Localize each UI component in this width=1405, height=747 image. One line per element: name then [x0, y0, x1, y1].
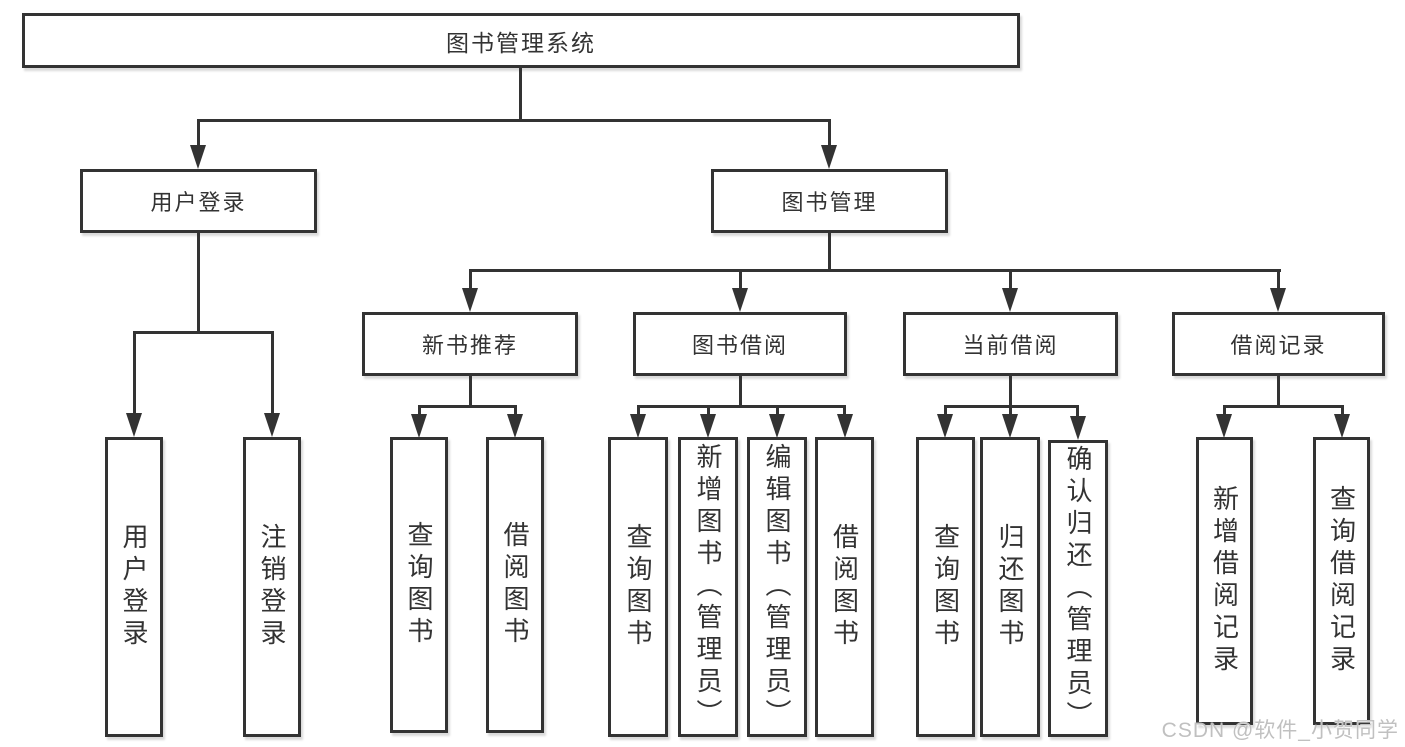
connector — [469, 269, 1281, 272]
connector — [637, 405, 846, 408]
connector — [944, 405, 947, 417]
node-borrowing-records: 借阅记录 — [1172, 312, 1385, 376]
connector — [197, 119, 200, 149]
node-root-library-management-system: 图书管理系统 — [22, 13, 1020, 68]
connector — [739, 376, 742, 407]
leaf-confirm-return-admin: 确认归还（管理员） — [1048, 440, 1108, 737]
connector — [843, 405, 846, 417]
arrowhead — [190, 145, 206, 169]
connector — [418, 405, 421, 417]
leaf-query-books-borrowing: 查询图书 — [608, 437, 668, 737]
connector — [1009, 405, 1012, 417]
arrowhead — [630, 414, 646, 438]
connector — [1223, 405, 1226, 417]
connector — [514, 405, 517, 417]
arrowhead — [1002, 414, 1018, 438]
connector — [133, 331, 136, 415]
connector — [1076, 405, 1079, 417]
connector — [828, 119, 831, 149]
connector — [197, 233, 200, 333]
arrowhead — [462, 288, 478, 312]
connector — [1277, 269, 1280, 291]
arrowhead — [507, 414, 523, 438]
node-user-login: 用户登录 — [80, 169, 317, 233]
connector — [271, 331, 274, 415]
leaf-user-login: 用户登录 — [105, 437, 163, 737]
connector — [469, 376, 472, 407]
arrowhead — [1334, 414, 1350, 438]
connector — [739, 269, 742, 291]
connector — [519, 68, 522, 121]
arrowhead — [937, 414, 953, 438]
arrowhead — [732, 288, 748, 312]
connector — [1277, 376, 1280, 407]
node-book-management: 图书管理 — [711, 169, 948, 233]
connector — [418, 405, 517, 408]
arrowhead — [1070, 416, 1086, 440]
arrowhead — [1002, 288, 1018, 312]
connector — [1341, 405, 1344, 417]
arrowhead — [264, 413, 280, 437]
connector — [776, 405, 779, 417]
connector — [1009, 269, 1012, 291]
connector — [1223, 405, 1343, 408]
arrowhead — [821, 145, 837, 169]
connector — [197, 119, 831, 122]
arrowhead — [769, 414, 785, 438]
connector — [469, 269, 472, 291]
leaf-query-borrowing-record: 查询借阅记录 — [1313, 437, 1370, 725]
leaf-query-books-recommendation: 查询图书 — [390, 437, 448, 733]
connector — [1009, 376, 1012, 407]
leaf-logout: 注销登录 — [243, 437, 301, 737]
node-new-book-recommendation: 新书推荐 — [362, 312, 578, 376]
node-book-borrowing: 图书借阅 — [633, 312, 847, 376]
arrowhead — [1270, 288, 1286, 312]
leaf-edit-books-admin: 编辑图书（管理员） — [747, 437, 807, 737]
connector — [707, 405, 710, 417]
leaf-borrow-books-recommendation: 借阅图书 — [486, 437, 544, 733]
leaf-borrow-books: 借阅图书 — [815, 437, 874, 737]
arrowhead — [411, 414, 427, 438]
csdn-watermark: CSDN @软件_小贺同学 — [1161, 719, 1399, 742]
leaf-add-books-admin: 新增图书（管理员） — [678, 437, 738, 737]
connector — [637, 405, 640, 417]
arrowhead — [1216, 414, 1232, 438]
arrowhead — [126, 413, 142, 437]
node-current-borrowing: 当前借阅 — [903, 312, 1118, 376]
arrowhead — [700, 414, 716, 438]
leaf-add-borrowing-record: 新增借阅记录 — [1196, 437, 1253, 725]
arrowhead — [837, 414, 853, 438]
connector — [828, 233, 831, 271]
leaf-query-books-current: 查询图书 — [916, 437, 975, 737]
leaf-return-books: 归还图书 — [980, 437, 1040, 737]
connector — [133, 331, 274, 334]
